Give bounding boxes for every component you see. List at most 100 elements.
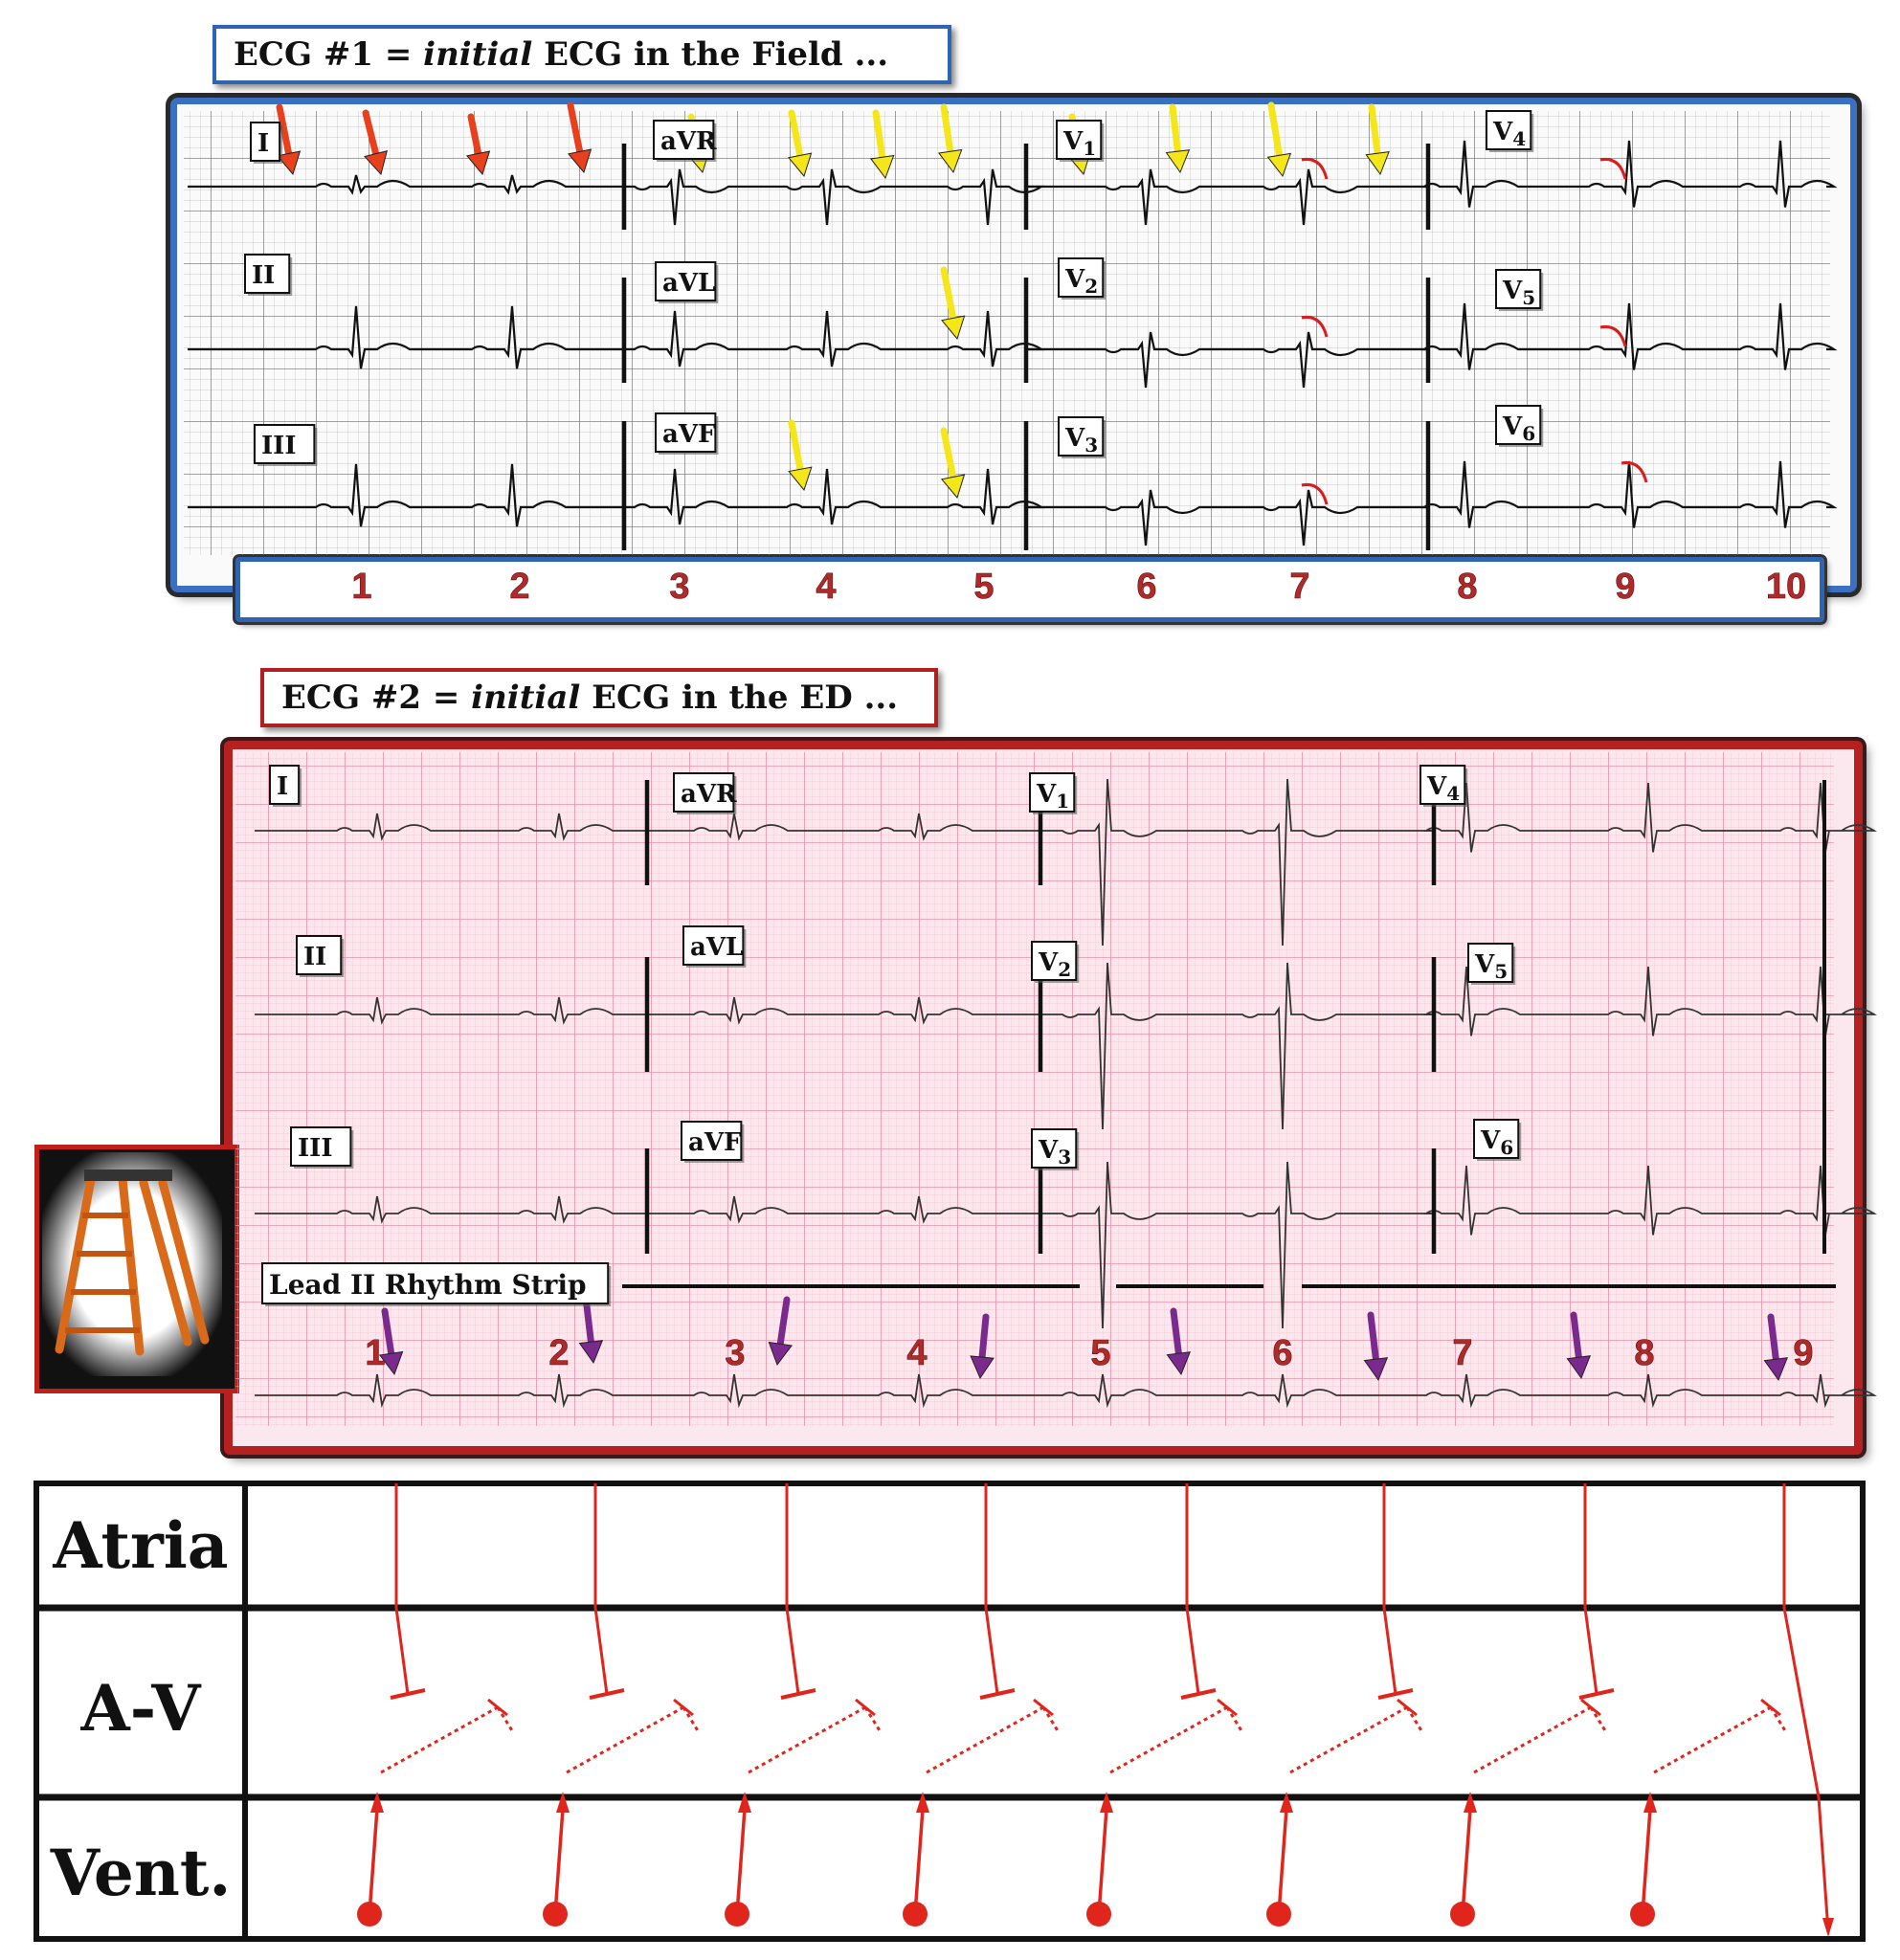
purple-arrow [378,1307,404,1376]
ladder-beat [1578,1483,1615,1700]
ecg1-lead-label-v6-text: V6 [1502,412,1535,445]
ecg2-grid [235,752,1834,1426]
ecg1-trace-segment [188,463,624,527]
ladder-ventricular-beat [357,1698,515,1927]
red-arrow [567,101,592,174]
ecg1-beat-number: 6 [1136,567,1156,607]
ladder-row-label: Atria [52,1508,228,1583]
ladder-beat [1782,1483,1834,1937]
yellow-arrow [1365,103,1390,176]
ecg2-lead-label-v6-text: V6 [1480,1126,1513,1159]
ecg1-title-prefix: ECG #1 = [234,35,424,74]
ecg2-lead-label-v1: V1 [1029,772,1078,814]
ecg2-traces [255,778,1877,1409]
ecg2-beat-number: 1 [365,1333,385,1373]
ecg1-lead-label-iii: III [254,424,318,466]
ecg2-trace-segment [647,1195,1040,1224]
red-arrow [362,109,389,176]
purple-arrow [1363,1311,1389,1382]
ecg2-trace-segment [647,813,1040,841]
ecg2-title-suffix: ECG in the ED ... [580,679,899,717]
yellow-arrow [870,109,895,180]
ecg2-lead-label-v4: V4 [1419,765,1468,807]
ecg2-trace-segment [255,813,647,841]
ecg2-lead-label-avl-text: aVL [690,933,743,962]
yellow-arrow [940,427,966,500]
ecg2-rhythm-trace [255,1373,1877,1409]
ladder-ventricular-beat [1086,1698,1244,1927]
ecg2-lead-label-ii: II [296,935,345,977]
ecg2-title: ECG #2 = initial ECG in the ED ... [260,668,938,727]
ecg2-lead-label-v2: V2 [1031,941,1080,983]
purple-arrow [1566,1311,1592,1380]
ecg1-trace-segment [1026,331,1428,389]
ecg2-lead-label-iii: III [290,1126,354,1169]
ecg1-beat-number: 5 [973,567,994,607]
ecg1-traces [188,140,1838,550]
purple-arrow [1763,1313,1789,1382]
ecg2-title-emphasis: initial [471,679,581,717]
ecg1-lead-label-avr-text: aVR [660,127,717,156]
ecg2-beat-number: 4 [906,1333,927,1373]
ecg2-beat-number: 8 [1634,1333,1654,1373]
ecg2-trace-segment [1040,962,1434,1130]
ecg1-beat-number: 4 [816,567,836,607]
ladder-ventricular-beat [1630,1698,1788,1927]
ladder-beat [390,1483,426,1700]
purple-arrow [970,1313,995,1380]
ecg2-lead-label-v4-text: V4 [1426,772,1460,805]
ecg2-lead-label-v5: V5 [1467,943,1516,985]
ecg1-title-suffix: ECG in the Field ... [532,35,889,74]
ecg1-lead-label-avl-text: aVL [662,269,715,298]
ladder-beat [589,1483,625,1700]
ecg1-trace-segment [188,305,624,369]
ecg2-beat-number: 3 [725,1333,745,1373]
ecg1-lead-label-iii-text: III [261,432,297,460]
ecg2-lead-label-i: I [269,765,302,807]
ladder-beat [1180,1483,1217,1700]
red-arrow [276,103,302,176]
ecg1-lead-label-v4-text: V4 [1492,118,1526,150]
ecg1-lead-label-ii-text: II [252,261,275,290]
ecg1-lead-label-avl: aVL [655,261,719,303]
red-arrow [465,113,491,176]
ecg1-trace-segment [624,168,1045,226]
ecg1-title: ECG #1 = initial ECG in the Field ... [212,25,951,84]
ecg1-lead-label-v1: V1 [1056,120,1105,162]
ecg1-grid [184,111,1830,555]
ecg1-trace-segment [1026,168,1428,226]
ecg2-lead-label-iii-text: III [298,1134,333,1163]
ecg1-lead-label-v1-text: V1 [1062,127,1096,160]
yellow-arrow [788,109,813,178]
ecg1-trace-segment [624,468,1045,525]
ecg1-beat-number: 2 [509,567,529,607]
ecg1-red-hook [1301,482,1329,505]
ladder-beat [979,1483,1016,1700]
ecg2-lead-label-avr-text: aVR [681,780,737,809]
ecg1-lead-label-i: I [250,122,283,164]
ecg1-trace-segment [1026,489,1428,546]
ladder-ventricular-beat [1450,1698,1608,1927]
ladder-beat [780,1483,816,1700]
ecg2-lead-label-avl: aVL [682,925,747,968]
ecg2-lead-label-avf: aVF [681,1121,745,1163]
ecg2-beat-number: 9 [1793,1333,1813,1373]
ecg2-trace-segment [1040,1161,1434,1329]
ecg2-lead-label-v3: V3 [1031,1128,1080,1170]
rhythm-strip-label-text: Lead II Rhythm Strip [269,1269,587,1301]
ecg1-lead-label-v3: V3 [1058,416,1106,458]
ecg1-red-hook [1599,157,1627,180]
ladder-beat [1377,1483,1414,1700]
ecg1-trace-segment [1420,140,1838,208]
ecg1-lead-label-avr: aVR [653,120,717,162]
ecg2-trace-segment [255,1195,647,1224]
ecg1-beat-number: 3 [669,567,689,607]
ecg1-beat-number: 1 [351,567,371,607]
ecg1-beat-number: 10 [1766,567,1806,607]
ecg2-beat-number: 7 [1452,1333,1472,1373]
yellow-arrow [940,266,966,341]
ecg1-beat-number: 9 [1615,567,1635,607]
ecg1-beat-number-bar [235,557,1824,622]
